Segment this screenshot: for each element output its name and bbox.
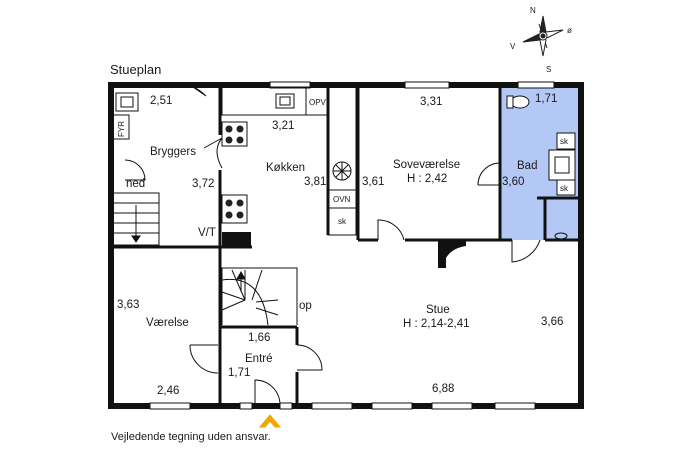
dim-entre-side: 1,71 [228,367,250,379]
dim-stue-side: 3,66 [541,316,563,328]
dim-vaerelse-side: 3,63 [117,299,139,311]
room-entre: Entré [245,353,273,365]
dim-vaerelse-bottom: 2,46 [157,385,179,397]
ned-label: ned [126,178,145,190]
opv-label: OPV [309,98,327,107]
doors [124,84,541,406]
compass-w: V [510,42,516,51]
sink-icon [275,93,295,109]
bathroom-cabinets [556,132,576,196]
sk-label-bath-top: sk [560,137,569,146]
dim-kokken-top: 3,21 [272,120,294,132]
dim-bryggers-top: 2,51 [150,95,172,107]
op-label: op [299,300,312,312]
room-bryggers: Bryggers [150,146,196,158]
sk-label-bath-bottom: sk [560,184,569,193]
room-stue: Stue [426,304,450,316]
disclaimer: Vejledende tegning uden ansvar. [111,431,271,443]
fyr-label: FYR [117,121,126,137]
sk-label-kitchen: sk [338,217,347,226]
height-stue: H : 2,14-2,41 [403,318,469,330]
room-kokken: Køkken [266,162,305,174]
dim-stue-bottom: 6,88 [432,383,454,395]
utility-sink-icon [112,92,139,140]
room-bad: Bad [517,160,537,172]
kitchen-appliance-boxes [305,87,356,209]
room-sovevaerelse: Soveværelse [393,159,460,171]
compass-n: N [530,6,536,15]
dim-bad-top: 1,71 [535,93,557,105]
chimney [222,232,466,268]
windows [149,81,555,410]
room-vaerelse: Værelse [146,317,189,329]
dim-bryggers-side: 3,72 [192,178,214,190]
bathroom-sink-icon [548,149,576,181]
dim-entre-top: 1,66 [248,332,270,344]
compass-e: ø [567,26,572,35]
dim-bad-side: 3,60 [502,176,524,188]
vt-label: V/T [198,227,216,239]
entrance-arrow-icon [258,414,282,428]
dim-kokken-side: 3,81 [304,176,326,188]
ovn-label: OVN [333,195,351,204]
extractor-icon [332,161,352,181]
hob-icon [225,125,244,219]
height-sovevaerelse: H : 2,42 [407,173,447,185]
stairs-entre [221,267,298,326]
compass-icon [522,15,564,57]
plan-title: Stueplan [110,62,162,77]
toilet-icon [506,95,530,109]
kitchen-counters [221,86,357,236]
dim-sovevaerelse-top: 3,31 [420,96,442,108]
stairs-bryggers [112,192,160,246]
washer-icon [554,232,568,240]
compass-s: S [546,65,551,74]
dim-sovevaerelse-side: 3,61 [362,176,384,188]
